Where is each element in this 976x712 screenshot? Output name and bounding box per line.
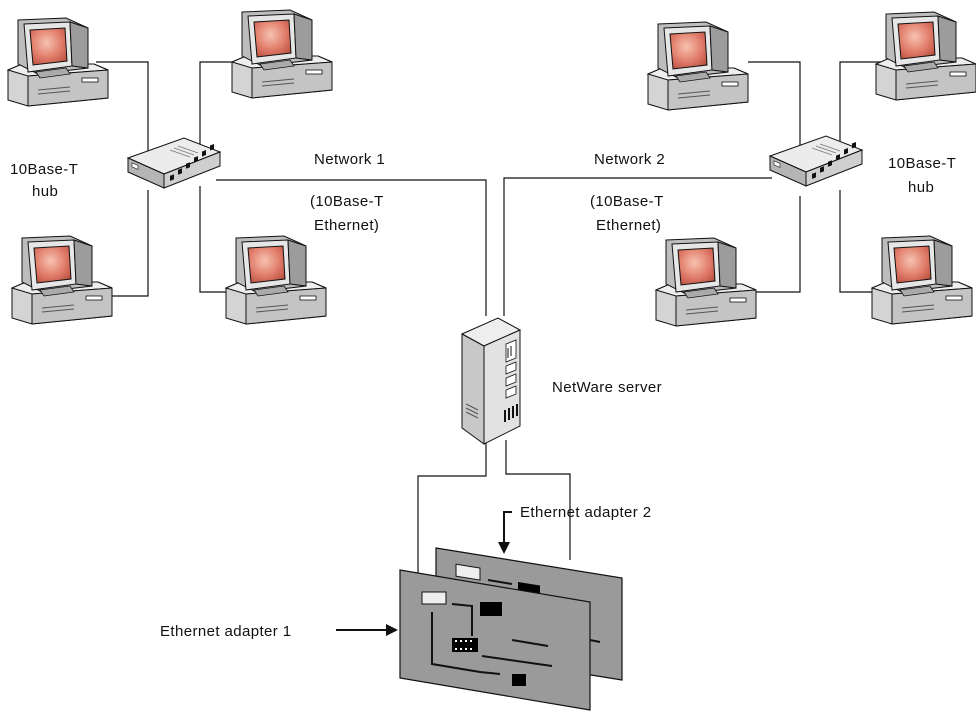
workstation-top-left-icon	[7, 17, 109, 107]
adapter-1-label: Ethernet adapter 1	[160, 623, 291, 640]
cable-ws-bottom-center	[199, 186, 234, 293]
hub-left-label-line2: hub	[32, 183, 58, 200]
workstation-bottom-right-a-icon	[655, 237, 757, 327]
server-label: NetWare server	[552, 379, 662, 396]
cable-server-adapter-2	[505, 440, 571, 560]
workstation-bottom-left-icon	[11, 235, 113, 325]
cable-ws-bottom-right-b	[839, 190, 880, 293]
network-2-type-line2: Ethernet)	[596, 217, 661, 234]
network-1-title: Network 1	[314, 151, 385, 168]
cable-ws-top-right-b	[839, 61, 884, 150]
network-cables	[96, 61, 884, 586]
hub-right-label-line2: hub	[908, 179, 934, 196]
cable-ws-bottom-left	[100, 190, 149, 297]
cable-ws-bottom-right-a	[754, 196, 801, 293]
network-2-title: Network 2	[594, 151, 665, 168]
network-1-type-line1: (10Base-T	[310, 193, 384, 210]
cable-server-adapter-1	[417, 440, 487, 586]
hub-left-label-line1: 10Base-T	[10, 161, 78, 178]
cable-ws-top-left	[96, 61, 149, 166]
network-1-type-line2: Ethernet)	[314, 217, 379, 234]
ethernet-adapter-1-icon	[399, 569, 591, 711]
cable-network-2	[503, 177, 772, 316]
hub-left-icon	[127, 137, 221, 189]
adapter-1-arrow	[336, 624, 398, 636]
adapter-2-arrow	[498, 511, 512, 554]
workstation-top-right-a-icon	[647, 21, 749, 111]
cable-network-1	[216, 179, 487, 316]
hub-right-label-line1: 10Base-T	[888, 155, 956, 172]
adapter-2-label: Ethernet adapter 2	[520, 504, 651, 521]
hub-right-icon	[769, 135, 863, 187]
workstation-top-right-b-icon	[875, 11, 976, 101]
workstation-top-center-icon	[231, 9, 333, 99]
network-2-type-line1: (10Base-T	[590, 193, 664, 210]
netware-server-icon	[461, 317, 521, 445]
workstation-bottom-right-b-icon	[871, 235, 973, 325]
workstation-bottom-center-icon	[225, 235, 327, 325]
cable-ws-top-right-a	[748, 61, 801, 156]
